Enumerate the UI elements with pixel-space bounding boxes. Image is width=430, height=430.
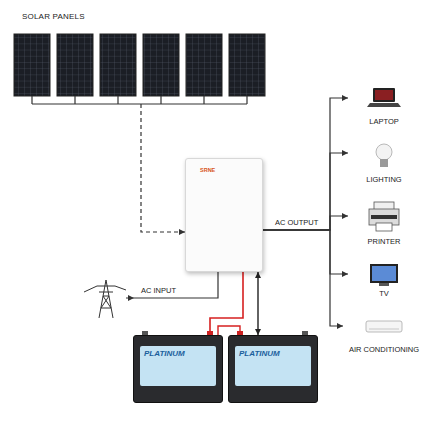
- air-conditioner-icon: [366, 321, 402, 332]
- battery-box: PLATINUM: [133, 335, 223, 403]
- laptop-icon: [367, 88, 401, 107]
- tv-stand: [379, 283, 389, 286]
- load-device: AIR CONDITIONING: [343, 318, 425, 354]
- panel-bus-wire: [32, 96, 247, 104]
- node-text: SRNE: [200, 167, 262, 174]
- solar-panel: [229, 34, 265, 96]
- ac-unit: [366, 321, 402, 332]
- bulb-glass: [376, 144, 392, 160]
- solar-panel: [100, 34, 136, 96]
- battery-link-wire: [218, 326, 240, 335]
- printer-icon: [369, 202, 399, 231]
- pylon-cables: [84, 286, 126, 292]
- power-pylon: [84, 280, 126, 318]
- connector: [263, 230, 348, 274]
- pylon-frame: [97, 280, 115, 318]
- bulb-base: [380, 159, 388, 167]
- load-device: LIGHTING: [348, 140, 420, 184]
- battery-label-plate: PLATINUM: [235, 346, 311, 386]
- battery-box: PLATINUM: [228, 335, 318, 403]
- bulb-icon: [376, 144, 392, 167]
- laptop-base: [367, 103, 401, 107]
- device-label: LAPTOP: [369, 117, 398, 126]
- arrow-head: [255, 272, 261, 278]
- solar-panel-group: SOLAR PANELS: [10, 12, 271, 104]
- connector: [257, 272, 258, 335]
- tv-frame: [370, 264, 398, 283]
- edge-label: AC OUTPUT: [274, 218, 319, 228]
- battery-label-plate: PLATINUM: [140, 346, 216, 386]
- device-label: AIR CONDITIONING: [349, 345, 419, 354]
- connector: [141, 104, 185, 232]
- ac-vent: [369, 329, 399, 330]
- connector: [210, 272, 243, 335]
- load-device: TV: [348, 262, 420, 298]
- device-label: PRINTER: [368, 237, 401, 246]
- node-text: SOLAR PANELS: [10, 12, 271, 22]
- laptop-display: [375, 90, 393, 100]
- device-label: LIGHTING: [366, 175, 401, 184]
- node-text: PLATINUM: [144, 349, 212, 359]
- arrow-head: [342, 95, 348, 101]
- laptop-screen: [373, 88, 395, 102]
- arrow-head: [128, 295, 134, 301]
- connector: [263, 98, 348, 230]
- arrow-head: [337, 323, 343, 329]
- solar-panel: [14, 34, 50, 96]
- printer-paper: [376, 223, 392, 231]
- tv-icon: [370, 264, 398, 286]
- connector: [263, 216, 348, 230]
- node-text: PLATINUM: [239, 349, 307, 359]
- inverter-box: SRNE: [185, 158, 263, 272]
- solar-panel: [143, 34, 179, 96]
- connector: [263, 153, 348, 230]
- device-label: TV: [379, 289, 389, 298]
- arrow-head: [342, 213, 348, 219]
- solar-panel: [186, 34, 222, 96]
- arrow-head: [342, 150, 348, 156]
- solar-panel: [57, 34, 93, 96]
- solar-panel-array: [14, 34, 265, 104]
- arrow-head: [342, 271, 348, 277]
- load-device: PRINTER: [348, 198, 420, 246]
- wire-label: AC INPUT: [140, 286, 177, 296]
- load-device: LAPTOP: [348, 84, 420, 126]
- printer-slot: [371, 215, 397, 219]
- connector: [263, 230, 343, 326]
- tv-screen: [372, 266, 396, 281]
- ac-input-wire: [126, 272, 218, 298]
